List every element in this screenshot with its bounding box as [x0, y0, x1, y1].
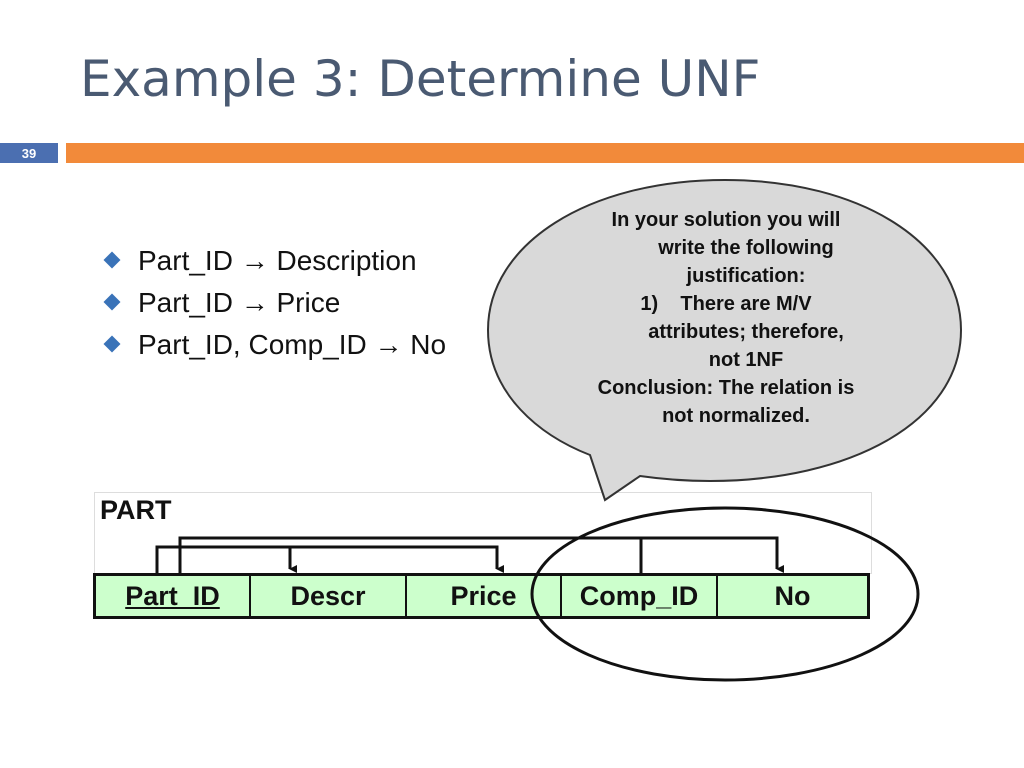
column-part-id: Part_ID [96, 576, 251, 616]
column-descr: Descr [251, 576, 407, 616]
callout-line: In your solution you will [611, 209, 841, 231]
callout-line: attributes; therefore, [648, 321, 844, 343]
dependency-list: Part_ID → Description Part_ID → Price Pa… [103, 240, 447, 366]
dependency-text: Part_ID → Description [138, 245, 417, 276]
column-price: Price [407, 576, 562, 616]
list-item: Part_ID → Price [103, 282, 446, 324]
dependency-text: Part_ID, Comp_ID → No [138, 329, 447, 360]
list-item: Part_ID, Comp_ID → No [103, 324, 447, 366]
callout-line: Conclusion: The relation is [597, 377, 855, 399]
speech-bubble-text: In your solution you will write the foll… [556, 206, 896, 430]
column-label: Descr [290, 580, 366, 611]
callout-line: justification: [686, 265, 806, 287]
column-label: Part_ID [125, 580, 220, 611]
table-name: PART [100, 495, 172, 525]
callout-line: not normalized. [662, 405, 810, 427]
callout-line: not 1NF [708, 349, 784, 371]
dependency-text: Part_ID → Price [138, 287, 341, 318]
column-label: Price [450, 580, 517, 611]
page-number-badge: 39 [0, 143, 58, 163]
speech-bubble-shape [486, 178, 963, 502]
slide-title: Example 3: Determine UNF [80, 50, 761, 108]
list-item: Part_ID → Description [103, 240, 446, 282]
callout-line: 1) There are M/V [640, 293, 812, 315]
callout-line: write the following [658, 237, 834, 259]
title-accent-bar [66, 143, 1024, 163]
